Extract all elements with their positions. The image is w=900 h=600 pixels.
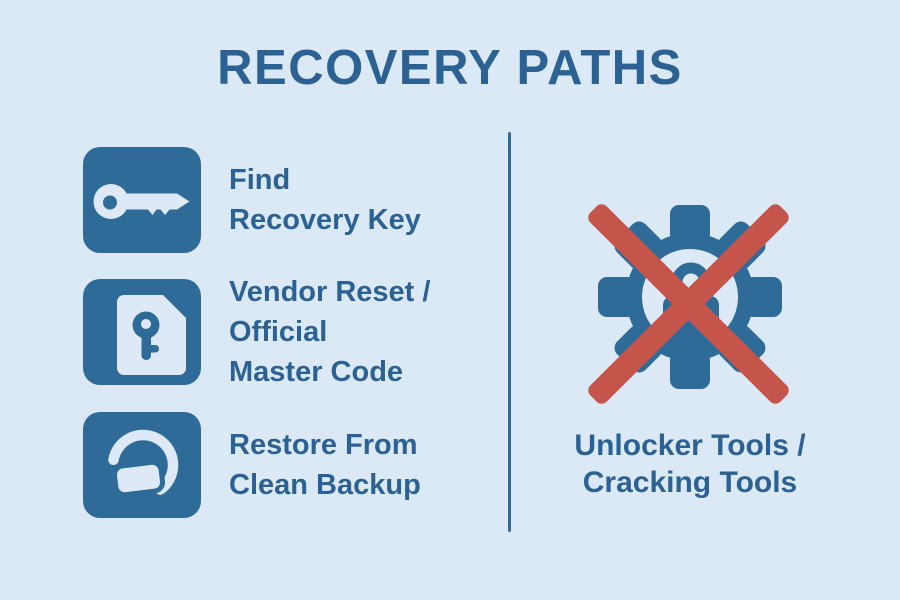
path-label-unlocker-tools: Unlocker Tools / Cracking Tools xyxy=(530,427,850,501)
path-row-vendor-reset: Vendor Reset / Official Master Code xyxy=(83,276,430,388)
label-line: Unlocker Tools / xyxy=(574,429,806,462)
key-icon xyxy=(83,147,201,253)
label-line: Vendor Reset / xyxy=(229,276,431,308)
label-line: Restore From xyxy=(229,429,418,461)
path-label-restore-backup: Restore From Clean Backup xyxy=(229,425,421,505)
path-label-vendor-reset: Vendor Reset / Official Master Code xyxy=(229,272,430,392)
document-key-icon xyxy=(83,279,201,385)
label-line: Cracking Tools xyxy=(582,466,798,499)
path-row-restore-backup: Restore From Clean Backup xyxy=(83,412,421,518)
page-title: RECOVERY PATHS xyxy=(217,41,683,95)
path-row-find-recovery-key: Find Recovery Key xyxy=(83,147,421,253)
label-line: Recovery Key xyxy=(229,204,421,236)
cross-x-icon xyxy=(560,180,820,430)
path-label-find-recovery-key: Find Recovery Key xyxy=(229,160,421,240)
restore-backup-icon xyxy=(83,412,201,518)
vertical-divider xyxy=(508,132,511,532)
label-line: Official xyxy=(229,316,328,348)
label-line: Clean Backup xyxy=(229,469,421,501)
label-line: Master Code xyxy=(229,356,404,388)
label-line: Find xyxy=(229,164,291,196)
